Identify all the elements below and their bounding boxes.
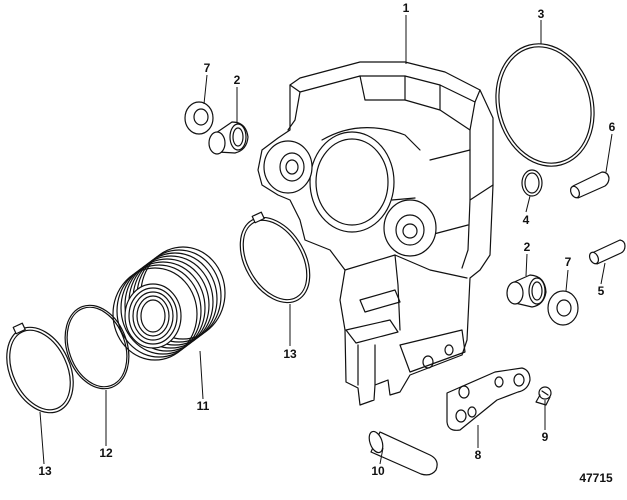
callout-labels: 1 2 2 3 4 5 6 7 7 8 9 10 11 12 13 13 (38, 1, 615, 478)
callout-13-lower: 13 (38, 464, 52, 478)
washer-lower (547, 290, 579, 326)
callout-2-upper: 2 (234, 73, 241, 87)
bushing-lower (506, 274, 547, 308)
callout-12: 12 (99, 446, 113, 460)
screw (535, 386, 552, 406)
callout-11: 11 (197, 399, 210, 413)
callout-3: 3 (538, 7, 545, 21)
leader-lines (39, 15, 613, 465)
exhaust-bellows (112, 246, 226, 361)
figure-id: 47715 (579, 471, 613, 485)
pivot-pin-upper (569, 171, 610, 199)
large-o-ring (495, 43, 595, 167)
bellows-o-ring (64, 304, 130, 390)
hose-clamp-upper (239, 211, 311, 304)
bushing-upper (208, 121, 249, 155)
gimbal-housing (257, 61, 494, 406)
pin-bottom (368, 430, 438, 476)
callout-4: 4 (523, 213, 530, 227)
small-o-ring (521, 169, 543, 197)
callout-7-upper: 7 (204, 61, 211, 75)
callout-2-lower: 2 (524, 240, 531, 254)
callout-13-upper: 13 (283, 347, 297, 361)
hose-clamp-lower (6, 322, 74, 414)
callout-6: 6 (609, 120, 616, 134)
callout-10: 10 (371, 464, 385, 478)
callout-9: 9 (542, 430, 549, 444)
washer-upper (184, 101, 214, 135)
pivot-pin-lower (588, 239, 626, 265)
callout-8: 8 (475, 448, 482, 462)
callout-1: 1 (403, 1, 410, 15)
bracket-plate (446, 367, 531, 431)
callout-7-lower: 7 (565, 255, 572, 269)
callout-5: 5 (598, 284, 605, 298)
